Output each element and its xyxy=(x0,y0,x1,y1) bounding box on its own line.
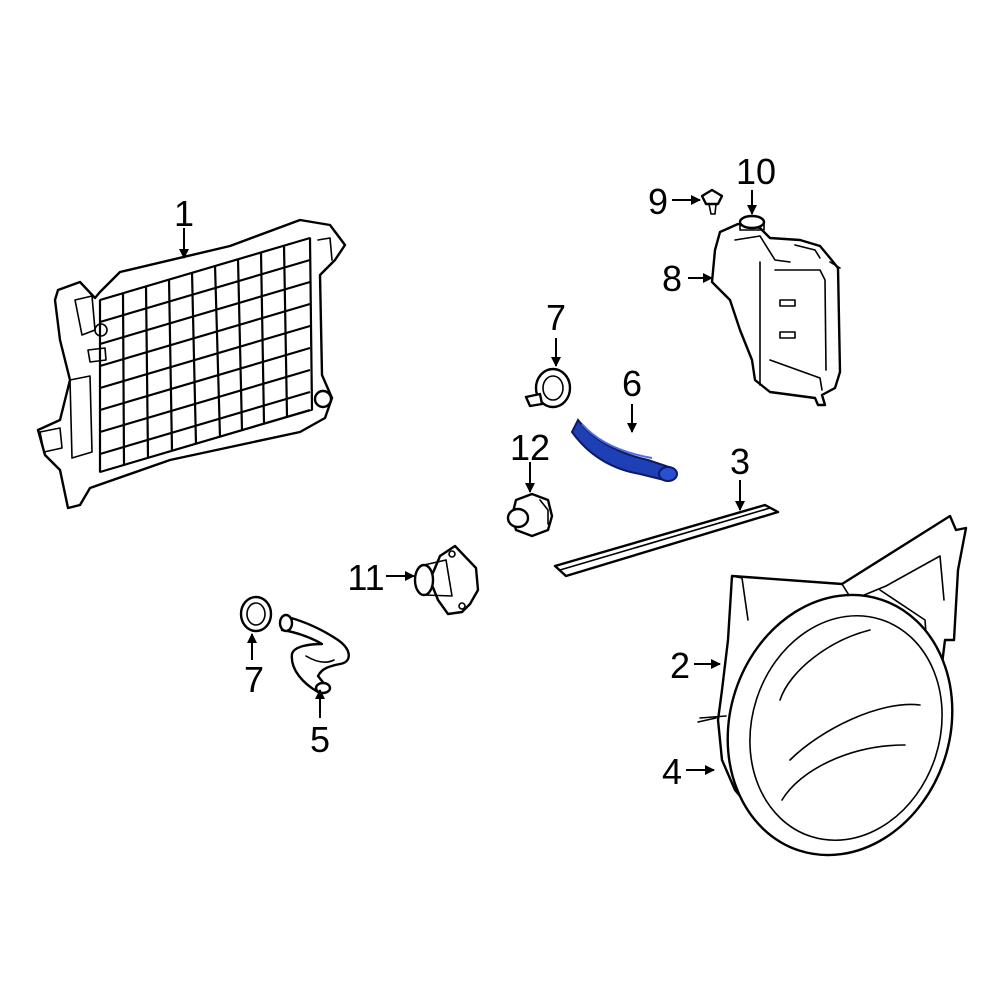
callout-6: 6 xyxy=(622,363,642,404)
hose-clamp-lower[interactable] xyxy=(239,595,273,633)
coolant-reservoir[interactable] xyxy=(710,214,842,407)
hose-clamp-upper[interactable] xyxy=(524,367,572,409)
upper-radiator-hose-highlighted[interactable] xyxy=(570,418,678,482)
water-outlet[interactable] xyxy=(413,544,480,616)
callout-9: 9 xyxy=(648,181,668,222)
callout-7-lower: 7 xyxy=(244,659,264,700)
lower-radiator-hose[interactable] xyxy=(278,613,350,695)
radiator[interactable] xyxy=(36,218,347,510)
callout-7-upper: 7 xyxy=(546,297,566,338)
seal-strip[interactable] xyxy=(553,503,780,578)
callout-2: 2 xyxy=(670,645,690,686)
callout-12: 12 xyxy=(510,427,550,468)
callout-10: 10 xyxy=(736,151,776,192)
fan-ring[interactable] xyxy=(695,565,986,884)
callout-5: 5 xyxy=(310,719,330,760)
callout-4: 4 xyxy=(662,751,682,792)
callout-3: 3 xyxy=(730,441,750,482)
thermostat[interactable] xyxy=(506,492,554,538)
callout-8: 8 xyxy=(662,258,682,299)
callout-11: 11 xyxy=(347,557,384,598)
leader-arrows xyxy=(179,190,757,775)
callout-1: 1 xyxy=(174,193,194,234)
clip-fastener[interactable] xyxy=(700,188,724,215)
